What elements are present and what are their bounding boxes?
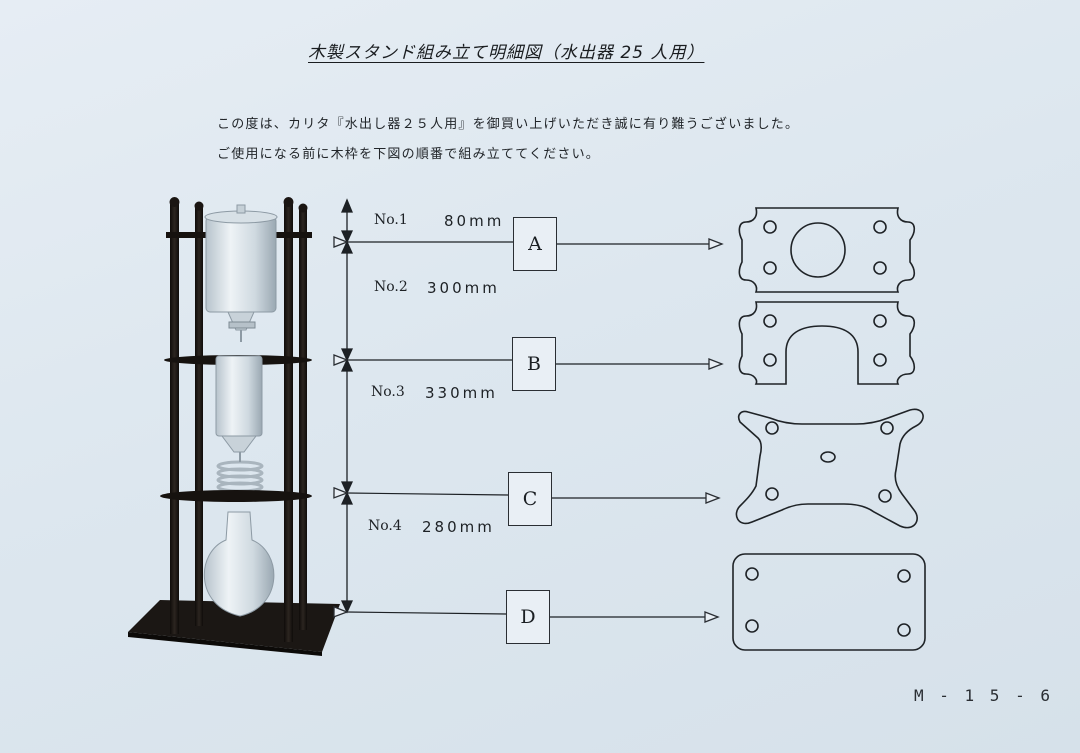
water-tank bbox=[205, 216, 277, 313]
tower-pillar bbox=[195, 206, 203, 626]
glass-coil bbox=[216, 460, 264, 493]
intro-line-1: この度は、カリタ『水出し器２５人用』を御買い上げいただき誠に有り難うございました… bbox=[217, 117, 800, 132]
board-b-outline bbox=[738, 301, 916, 385]
drip-tower-illustration bbox=[128, 197, 340, 656]
measurement-label-3: No.3 bbox=[371, 384, 405, 400]
page-code: M - 1 5 - 6 bbox=[914, 686, 1053, 705]
tower-pillar bbox=[284, 202, 293, 642]
server-flask bbox=[204, 511, 275, 617]
intro-line-2: ご使用になる前に木枠を下図の順番で組み立ててください。 bbox=[217, 147, 601, 162]
drip-valve bbox=[228, 321, 256, 329]
measurement-value-1: 80mm bbox=[444, 212, 505, 230]
tower-pillar bbox=[299, 208, 307, 630]
tower-pillar bbox=[170, 202, 179, 634]
board-c-outline bbox=[735, 408, 924, 529]
board-a-outline bbox=[738, 207, 916, 293]
coffee-chamber bbox=[215, 355, 263, 437]
measurement-value-4: 280mm bbox=[422, 518, 495, 536]
measurement-label-4: No.4 bbox=[368, 518, 402, 534]
document-title: 木製スタンド組み立て明細図（水出器 25 人用） bbox=[308, 43, 705, 63]
measurement-label-1: No.1 bbox=[374, 212, 408, 228]
tower-board-lower bbox=[160, 490, 312, 502]
board-d-outline bbox=[732, 553, 926, 651]
board-label-c: C bbox=[508, 472, 552, 526]
board-label-b: B bbox=[512, 337, 556, 391]
measurement-value-3: 330mm bbox=[425, 384, 498, 402]
board-label-a: A bbox=[513, 217, 557, 271]
measurement-value-2: 300mm bbox=[427, 279, 500, 297]
board-label-d: D bbox=[506, 590, 550, 644]
leader-lines bbox=[333, 236, 724, 623]
measurement-label-2: No.2 bbox=[374, 279, 408, 295]
dimension-line bbox=[340, 198, 354, 614]
